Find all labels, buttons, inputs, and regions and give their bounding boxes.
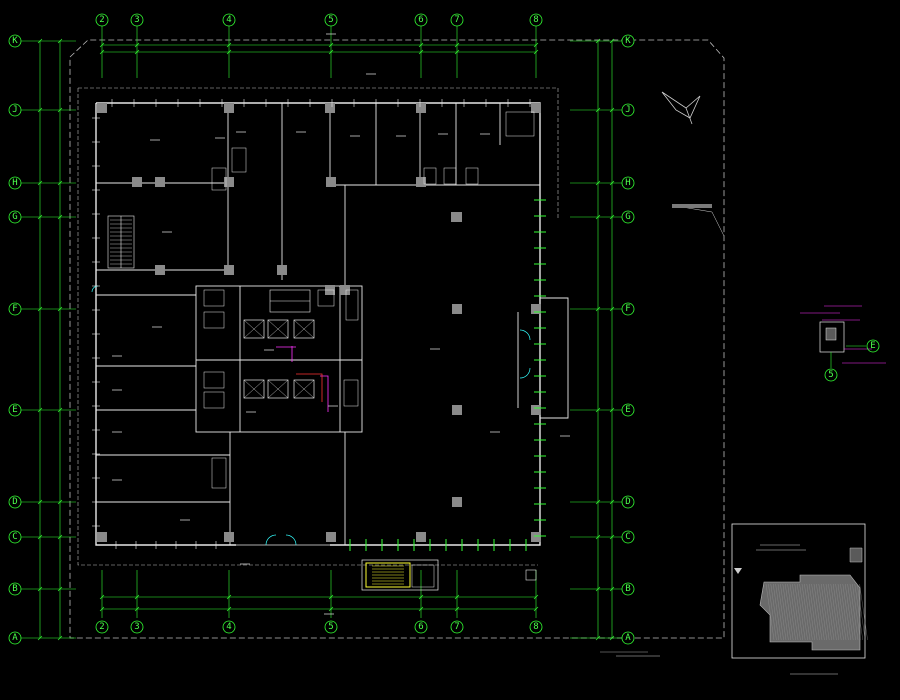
svg-text:2: 2 xyxy=(99,15,104,25)
grid-bubble-row-D-left: D xyxy=(8,495,22,509)
svg-text:G: G xyxy=(12,212,17,222)
svg-text:H: H xyxy=(12,178,17,188)
svg-text:4: 4 xyxy=(226,15,231,25)
svg-text:B: B xyxy=(12,584,17,594)
grid-bubble-col-6-bottom: 6 xyxy=(414,620,428,634)
svg-text:5: 5 xyxy=(828,370,833,380)
grid-bubble-row-A-right: A xyxy=(621,631,635,645)
svg-text:H: H xyxy=(625,178,630,188)
grid-bubble-col-5-bottom: 5 xyxy=(324,620,338,634)
svg-text:C: C xyxy=(625,532,630,542)
svg-text:8: 8 xyxy=(533,622,538,632)
grid-bubble-col-8-top: 8 xyxy=(529,13,543,27)
svg-text:F: F xyxy=(12,304,17,314)
svg-text:8: 8 xyxy=(533,15,538,25)
svg-text:K: K xyxy=(12,36,18,46)
grid-bubble-col-7-bottom: 7 xyxy=(450,620,464,634)
svg-text:J: J xyxy=(12,105,17,115)
grid-bubble-row-K-right: K xyxy=(621,34,635,48)
stair-core xyxy=(269,289,311,313)
restroom-fixtures xyxy=(203,111,535,489)
svg-text:F: F xyxy=(625,304,630,314)
detail-callout xyxy=(800,305,886,368)
grid-lines xyxy=(20,24,624,639)
detail-col-bubble: 5 xyxy=(824,368,838,382)
svg-text:K: K xyxy=(625,36,631,46)
structural-columns xyxy=(97,103,541,542)
svg-text:D: D xyxy=(625,497,630,507)
grid-bubble-col-3-bottom: 3 xyxy=(130,620,144,634)
grid-bubble-row-J-left: J xyxy=(8,103,22,117)
interior-walls xyxy=(96,103,569,545)
svg-text:D: D xyxy=(12,497,17,507)
facade-window-marks xyxy=(92,99,531,549)
elevator-shafts xyxy=(243,319,315,399)
svg-text:G: G xyxy=(625,212,630,222)
detail-row-bubble: E xyxy=(866,339,880,353)
exterior-walls xyxy=(95,102,541,546)
core-red-line xyxy=(296,373,323,402)
room-labels xyxy=(112,33,570,615)
svg-text:2: 2 xyxy=(99,622,104,632)
svg-text:3: 3 xyxy=(134,15,139,25)
grid-bubble-row-E-left: E xyxy=(8,403,22,417)
grid-bubble-row-B-right: B xyxy=(621,582,635,596)
svg-text:3: 3 xyxy=(134,622,139,632)
grid-bubble-row-H-right: H xyxy=(621,176,635,190)
svg-text:E: E xyxy=(870,341,875,351)
leader-line-east xyxy=(675,205,725,237)
grid-bubble-row-K-left: K xyxy=(8,34,22,48)
svg-text:C: C xyxy=(12,532,17,542)
grid-bubble-col-3-top: 3 xyxy=(130,13,144,27)
svg-text:E: E xyxy=(625,405,630,415)
grid-bubble-col-4-bottom: 4 xyxy=(222,620,236,634)
grid-bubble-col-6-top: 6 xyxy=(414,13,428,27)
site-boundary xyxy=(69,39,725,639)
grid-bubble-row-C-right: C xyxy=(621,530,635,544)
stair-west xyxy=(107,215,135,269)
svg-text:A: A xyxy=(625,633,631,643)
grid-bubble-col-2-top: 2 xyxy=(95,13,109,27)
grid-bubble-row-F-right: F xyxy=(621,302,635,316)
svg-text:5: 5 xyxy=(328,622,333,632)
grid-bubble-row-B-left: B xyxy=(8,582,22,596)
svg-text:4: 4 xyxy=(226,622,231,632)
svg-text:5: 5 xyxy=(328,15,333,25)
north-arrow-icon xyxy=(661,91,701,125)
grid-bubble-col-2-bottom: 2 xyxy=(95,620,109,634)
svg-text:7: 7 xyxy=(454,15,459,25)
svg-text:J: J xyxy=(625,105,630,115)
svg-text:6: 6 xyxy=(418,622,423,632)
grid-bubble-row-D-right: D xyxy=(621,495,635,509)
core-highlight xyxy=(276,346,329,412)
stair-west-treads xyxy=(110,219,132,265)
grid-bubble-col-5-top: 5 xyxy=(324,13,338,27)
curtain-wall-marks xyxy=(349,199,546,551)
grid-bubble-row-C-left: C xyxy=(8,530,22,544)
grid-bubble-row-J-right: J xyxy=(621,103,635,117)
grid-bubble-col-8-bottom: 8 xyxy=(529,620,543,634)
grid-bubble-row-G-left: G xyxy=(8,210,22,224)
svg-text:A: A xyxy=(12,633,18,643)
svg-text:E: E xyxy=(12,405,17,415)
grid-bubble-row-H-left: H xyxy=(8,176,22,190)
grid-bubble-row-F-left: F xyxy=(8,302,22,316)
grid-bubble-row-G-right: G xyxy=(621,210,635,224)
svg-text:6: 6 xyxy=(418,15,423,25)
dimension-lines xyxy=(37,38,615,641)
building-edge-dashed xyxy=(78,87,559,218)
exterior-stair xyxy=(361,559,537,591)
svg-text:7: 7 xyxy=(454,622,459,632)
grid-bubble-row-E-right: E xyxy=(621,403,635,417)
grid-bubble-col-7-top: 7 xyxy=(450,13,464,27)
doors xyxy=(91,285,531,546)
svg-text:B: B xyxy=(625,584,630,594)
key-plan-hatch xyxy=(765,583,868,641)
grid-bubble-col-4-top: 4 xyxy=(222,13,236,27)
grid-bubble-row-A-left: A xyxy=(8,631,22,645)
